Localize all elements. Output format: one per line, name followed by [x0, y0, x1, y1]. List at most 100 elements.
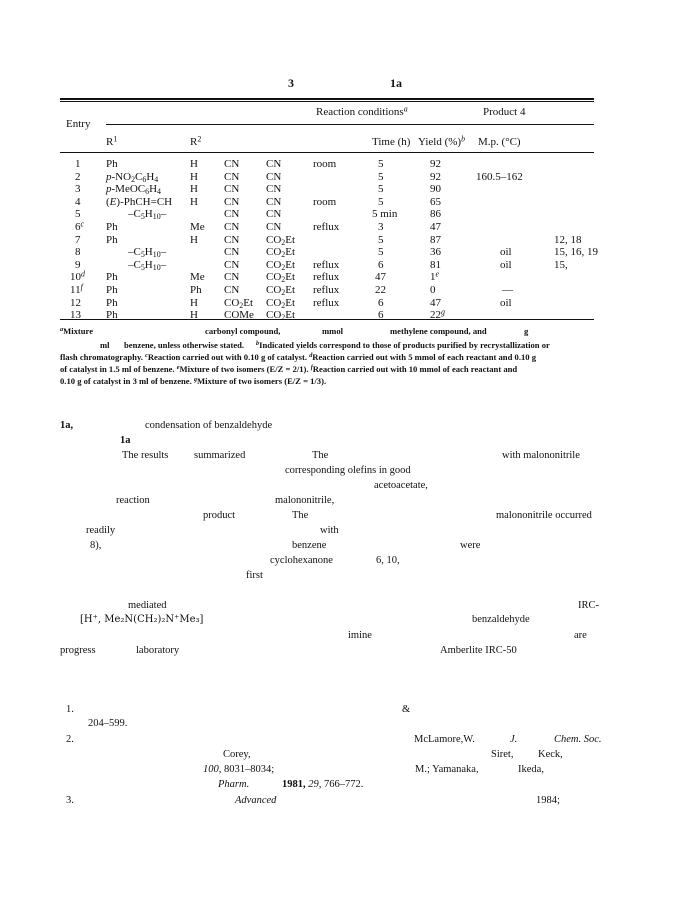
- cell-cond: room: [313, 195, 337, 208]
- cell-y: CN: [266, 183, 282, 196]
- cell-mp: —: [502, 284, 513, 296]
- body-frag: benzene: [292, 540, 327, 551]
- header-subrule: [106, 124, 594, 125]
- cell-y: CO2Et: [266, 284, 296, 297]
- col-entry-header: Entry: [66, 118, 91, 130]
- body-frag: with: [320, 525, 339, 536]
- reference-frag: 1984;: [536, 795, 560, 806]
- cell-cond: room: [313, 158, 337, 170]
- body-frag: The: [312, 450, 329, 461]
- body-frag: were: [460, 540, 481, 551]
- cell-r2: Me: [190, 271, 205, 284]
- cell-time: 6: [378, 258, 384, 271]
- header-bottom-rule: [60, 152, 594, 153]
- cell-yield: 65: [430, 195, 441, 208]
- cell-r1: p-NO2C6H4: [106, 170, 159, 184]
- cell-y: CN: [266, 208, 282, 221]
- cell-ref: 15, 16, 19: [554, 246, 598, 259]
- body-frag: with malononitrile: [502, 450, 580, 461]
- reference-frag: Pharm.: [218, 779, 250, 790]
- cell-entry: 6c: [75, 219, 85, 233]
- cell-time: 5 min: [372, 208, 398, 221]
- cell-r2: H: [190, 309, 198, 322]
- reference-frag: 204–599.: [88, 718, 128, 729]
- cell-r2: H: [190, 233, 198, 246]
- cell-time: 5: [378, 233, 384, 246]
- reference-frag: 100, 8031–8034;: [203, 764, 275, 775]
- reference-number: 2.: [66, 734, 74, 745]
- cell-r1: –C5H10–: [128, 246, 167, 260]
- cell-r2: Me: [190, 221, 205, 233]
- cell-yield: 81: [430, 258, 441, 271]
- cell-r1: –C5H10–: [128, 208, 167, 222]
- cell-ref: 12, 18: [554, 233, 582, 246]
- footnote-line-5: 0.10 g of catalyst in 3 ml of benzene. g…: [60, 376, 327, 386]
- body-frag: mediated: [128, 600, 167, 611]
- cell-y: CN: [266, 158, 282, 170]
- cell-time: 22: [375, 284, 386, 296]
- cell-r2: H: [190, 195, 198, 208]
- cell-time: 5: [378, 158, 384, 170]
- cell-time: 3: [378, 221, 384, 233]
- cell-entry: 13: [70, 309, 81, 322]
- cell-x: CN: [224, 258, 240, 271]
- reference-frag: Ikeda,: [518, 764, 544, 775]
- col-mp-header: M.p. (°C): [478, 136, 521, 148]
- body-frag: are: [574, 630, 587, 641]
- reference-frag: 1981, 29, 766–772.: [282, 779, 364, 790]
- cell-time: 5: [378, 195, 384, 208]
- cell-yield: 1e: [430, 269, 440, 284]
- col-r1-header: R1: [106, 134, 118, 148]
- cell-entry: 5: [75, 208, 81, 221]
- reference-number: 3.: [66, 795, 74, 806]
- reference-frag: Corey,: [223, 749, 251, 760]
- body-frag: malononitrile occurred: [496, 510, 592, 521]
- body-frag: malononitrile,: [275, 495, 335, 506]
- cell-cond: reflux: [313, 258, 340, 271]
- reference-frag: Keck,: [538, 749, 563, 760]
- cell-r1: Ph: [106, 309, 118, 322]
- body-frag: imine: [348, 630, 372, 641]
- cell-yield: 92: [430, 170, 441, 183]
- cell-r2: Ph: [190, 284, 202, 296]
- cell-time: 5: [378, 183, 384, 196]
- cell-x: CO2Et: [224, 296, 254, 310]
- cell-entry: 7: [75, 233, 81, 246]
- cell-entry: 2: [75, 170, 81, 183]
- cell-entry: 12: [70, 296, 81, 309]
- cell-cond: reflux: [313, 296, 340, 309]
- body-frag: The results: [122, 450, 169, 461]
- body-frag: The: [292, 510, 309, 521]
- cell-x: CN: [224, 221, 240, 233]
- cell-yield: 87: [430, 233, 441, 246]
- reference-frag: J.: [510, 734, 518, 745]
- cell-r1: –C5H10–: [128, 258, 167, 272]
- body-frag: first: [246, 570, 263, 581]
- cell-entry: 4: [75, 195, 81, 208]
- cell-x: CN: [224, 158, 240, 170]
- body-frag: Amberlite IRC-50: [440, 645, 517, 656]
- body-frag: product: [203, 510, 236, 521]
- body-frag: 8),: [90, 540, 102, 551]
- cell-r2: H: [190, 183, 198, 196]
- body-frag: cyclohexanone: [270, 555, 333, 566]
- body-frag: corresponding olefins in good: [285, 465, 411, 476]
- col-r2-header: R2: [190, 134, 202, 148]
- table-top-rule-2: [60, 101, 594, 102]
- cell-y: CO2Et: [266, 271, 296, 285]
- cell-x: COMe: [224, 309, 254, 322]
- reference-frag: M.; Yamanaka,: [415, 764, 479, 775]
- footnote-line-4: of catalyst in 1.5 ml of benzene. eMixtu…: [60, 364, 518, 374]
- cell-x: CN: [224, 183, 240, 196]
- cell-y: CO2Et: [266, 258, 296, 272]
- table-top-rule: [60, 98, 594, 100]
- body-frag: [H⁺, Me₂N(CH₂)₂N⁺Me₃]: [80, 614, 204, 625]
- cell-cond: reflux: [313, 271, 340, 284]
- cell-yield: 90: [430, 183, 441, 196]
- cell-ref: 15,: [554, 258, 568, 271]
- cell-yield: 47: [430, 221, 441, 233]
- cell-entry: 3: [75, 183, 81, 196]
- cell-yield: 0: [430, 284, 436, 296]
- cell-r2: H: [190, 158, 198, 170]
- cell-x: CN: [224, 284, 240, 296]
